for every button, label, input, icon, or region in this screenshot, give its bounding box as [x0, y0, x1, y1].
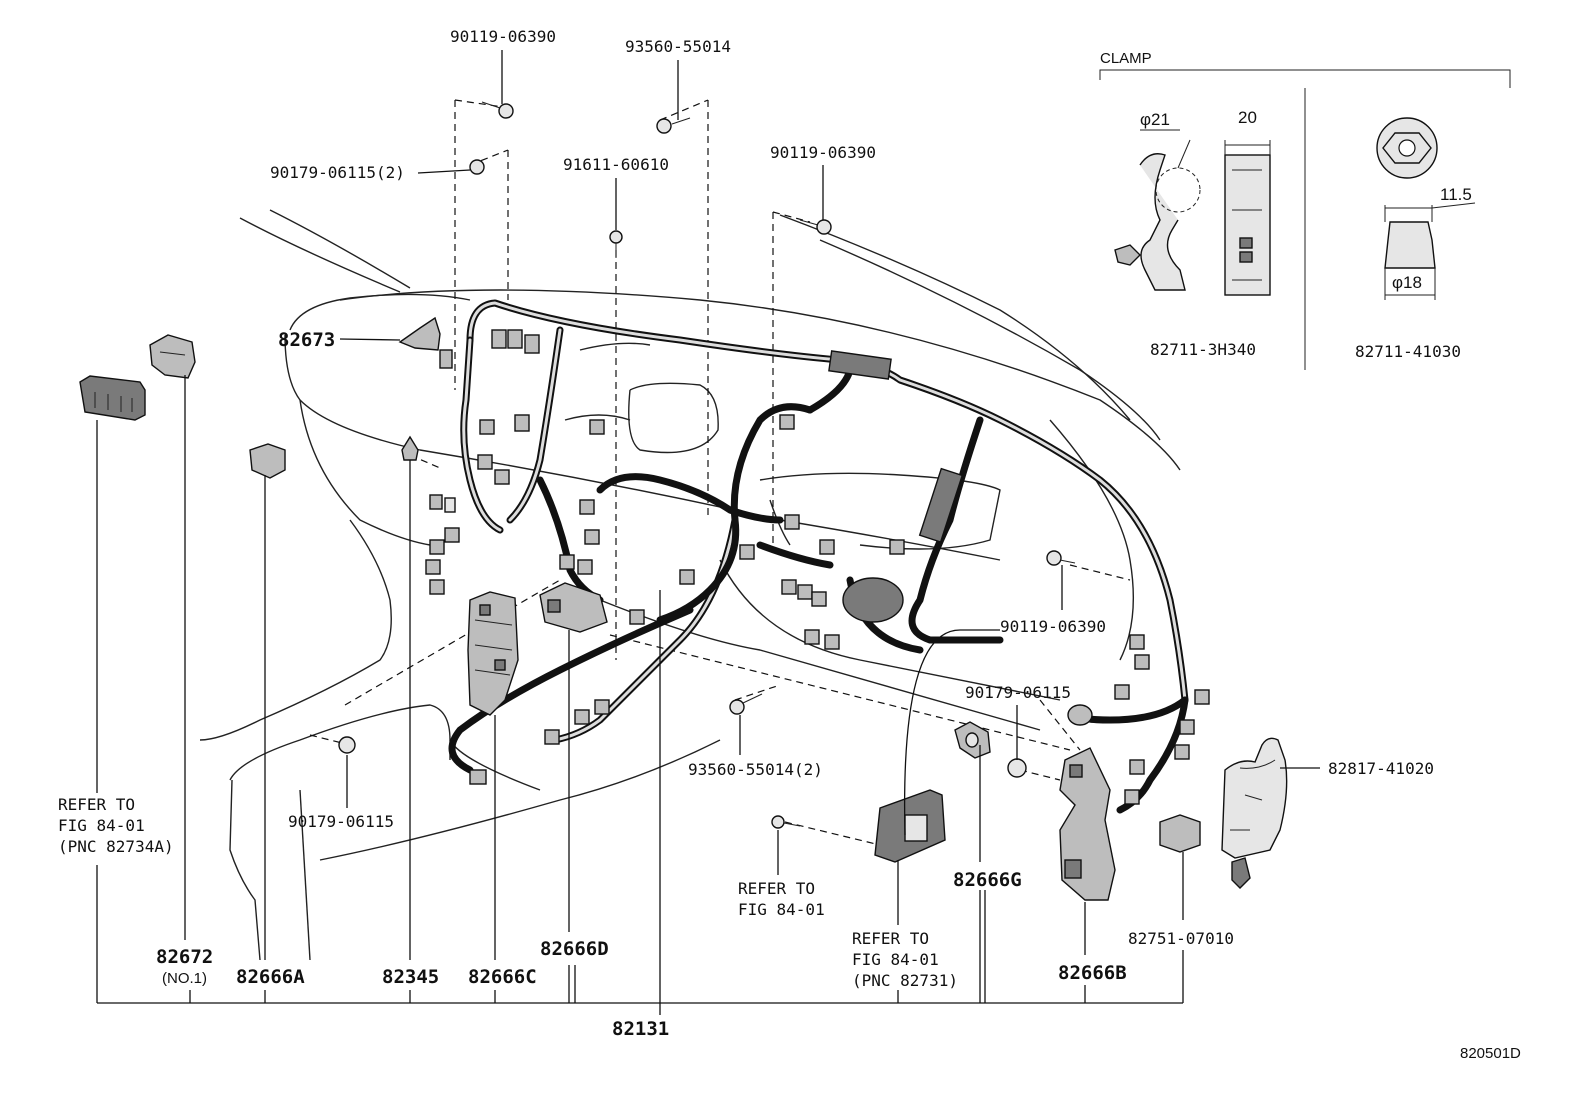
label-82666A: 82666A — [236, 966, 305, 988]
refer-right-line2: FIG 84-01 — [852, 950, 939, 969]
main-harness — [448, 299, 1189, 814]
clamp2-part-no: 82711-41030 — [1355, 342, 1461, 361]
label-82666C: 82666C — [468, 966, 537, 988]
clamp-title: CLAMP — [1100, 50, 1152, 67]
bolt-93560-55014-2-icon — [729, 693, 763, 715]
diagram-code: 820501D — [1460, 1045, 1521, 1062]
bolt-93560-55014-top-icon — [656, 117, 691, 134]
clamp1-diameter: φ21 — [1140, 110, 1170, 129]
clip-90179-06115-top-icon — [469, 159, 485, 175]
refer-center-line2: FIG 84-01 — [738, 900, 825, 919]
bolt-icons — [338, 101, 1076, 829]
leader-lines — [96, 50, 1320, 1015]
label-82672-sub: (NO.1) — [162, 970, 207, 987]
bolt-90119-06390-mid-icon — [799, 219, 832, 235]
refer-left-line2: FIG 84-01 — [58, 816, 145, 835]
dashed-leaders — [309, 99, 1131, 846]
label-82751-07010: 82751-07010 — [1128, 929, 1234, 948]
refer-left-line1: REFER TO — [58, 795, 135, 814]
part-82673-icon — [398, 316, 441, 351]
label-90179-06115-2: 90179-06115(2) — [270, 163, 405, 182]
clamp-82711-3h340-icon: φ21 20 82711-3H340 — [1114, 108, 1271, 359]
bolt-91611-60610-icon — [609, 230, 623, 258]
refer-right-line3: (PNC 82731) — [852, 971, 958, 990]
label-90119-06390-right: 90119-06390 — [1000, 617, 1106, 636]
part-82672-icon — [149, 334, 196, 379]
bracket-82673-screw-icon — [429, 494, 443, 510]
bolt-90119-06390-right-icon — [1046, 550, 1076, 566]
harness-connectors — [425, 329, 1210, 805]
refer-left-line3: (PNC 82734A) — [58, 837, 174, 856]
label-82666G: 82666G — [953, 869, 1022, 891]
refer-right-line1: REFER TO — [852, 929, 929, 948]
label-82345: 82345 — [382, 966, 439, 988]
label-93560-55014-2: 93560-55014(2) — [688, 760, 823, 779]
clamp1-part-no: 82711-3H340 — [1150, 340, 1256, 359]
clip-90179-06115-right-icon — [1007, 758, 1027, 778]
label-82672: 82672 — [156, 946, 213, 968]
clip-90179-06115-bottom-icon — [338, 736, 356, 754]
part-82345-icon — [401, 435, 419, 461]
clamp-82711-41030-icon: 11.5 φ18 82711-41030 — [1355, 117, 1476, 361]
part-82666b-icon — [1059, 747, 1116, 901]
label-82817-41020: 82817-41020 — [1328, 759, 1434, 778]
part-ecu-82731-icon — [874, 789, 946, 863]
bolt-90119-06390-top-icon — [481, 101, 514, 119]
label-90119-06390-mid: 90119-06390 — [770, 143, 876, 162]
clamp2-diameter: φ18 — [1392, 273, 1422, 292]
part-82666c-icon — [467, 591, 519, 716]
part-82666a-icon — [249, 443, 286, 479]
refer-notes: REFER TO FIG 84-01 (PNC 82734A) REFER TO… — [58, 795, 958, 990]
dashboard-outline — [199, 209, 1181, 961]
part-switch-82734a-icon — [79, 375, 146, 421]
clamp2-height: 11.5 — [1440, 185, 1472, 204]
label-82131: 82131 — [612, 1018, 669, 1040]
label-93560-55014-top: 93560-55014 — [625, 37, 731, 56]
clamp1-width: 20 — [1238, 108, 1257, 127]
label-90119-06390-top: 90119-06390 — [450, 27, 556, 46]
label-91611-60610: 91611-60610 — [563, 155, 669, 174]
clamp-inset: CLAMP φ21 20 82711-3H340 11.5 — [1099, 50, 1511, 370]
part-82817-41020-icon — [1221, 737, 1288, 889]
part-82666g-icon — [954, 721, 991, 759]
refer-center-line1: REFER TO — [738, 879, 815, 898]
bolt-refer-center-icon — [771, 815, 801, 829]
label-82673: 82673 — [278, 329, 335, 351]
label-90179-06115-right: 90179-06115 — [965, 683, 1071, 702]
callout-labels: 90119-06390 93560-55014 90179-06115(2) 9… — [156, 27, 1434, 1040]
label-82666B: 82666B — [1058, 962, 1127, 984]
label-82666D: 82666D — [540, 938, 609, 960]
label-90179-06115-bottom: 90179-06115 — [288, 812, 394, 831]
part-82751-07010-icon — [1159, 814, 1201, 853]
part-82666d-icon — [539, 582, 608, 633]
